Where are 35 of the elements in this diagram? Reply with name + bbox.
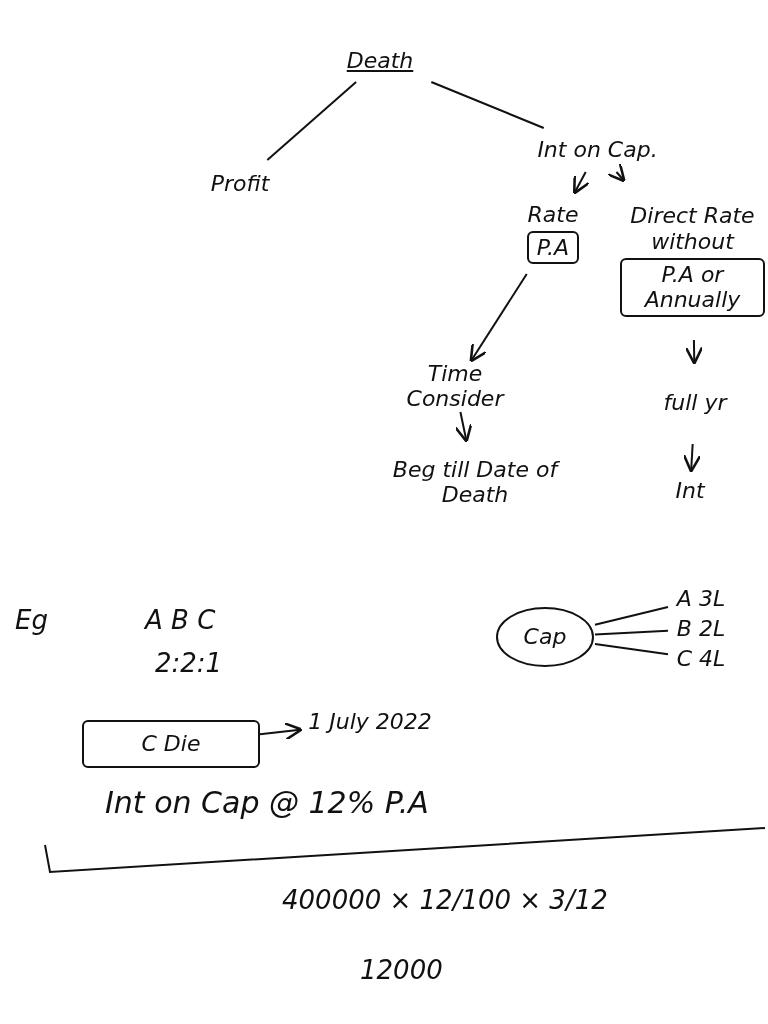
node-text: Time Consider: [405, 360, 506, 412]
arrow: [454, 411, 473, 443]
process-box: P.A or Annually: [620, 258, 765, 317]
connector-line: [594, 643, 669, 656]
ellipse-node: Cap: [495, 606, 595, 668]
note-text: Int on Cap @ 12% P.A: [105, 785, 429, 820]
connector-line: [594, 606, 669, 626]
node-text: Int on Cap.: [537, 137, 658, 163]
arrow: [606, 162, 626, 183]
node-text: C 4L: [676, 646, 726, 672]
node-text: 1 July 2022: [308, 709, 432, 735]
note-text: 2:2:1: [155, 648, 223, 678]
node-text: B 2L: [676, 616, 726, 642]
node-text: Beg till Date of Death: [391, 456, 561, 508]
node-heading: Rate: [527, 201, 579, 227]
node-text: Int: [675, 478, 705, 504]
formula-text: 400000 × 12/100 × 3/12: [282, 885, 608, 915]
note-text: Eg: [15, 605, 48, 635]
node-text: full yr: [663, 390, 727, 416]
connector-line: [430, 81, 545, 129]
arrow: [572, 171, 591, 195]
process-box: C Die: [82, 720, 260, 768]
node-heading: Direct Rate without: [629, 203, 756, 254]
arrow: [684, 339, 704, 365]
arrow: [469, 273, 528, 363]
process-box: P.A: [526, 231, 580, 265]
node-text: Death: [346, 48, 414, 74]
note-text: 12000: [360, 955, 443, 985]
connector-line: [594, 629, 669, 636]
arrow: [682, 443, 702, 473]
arrow: [259, 722, 303, 741]
node-text: A 3L: [676, 586, 726, 612]
note-text: A B C: [145, 605, 216, 635]
node-text: Profit: [210, 171, 270, 197]
connector-line: [266, 81, 358, 161]
